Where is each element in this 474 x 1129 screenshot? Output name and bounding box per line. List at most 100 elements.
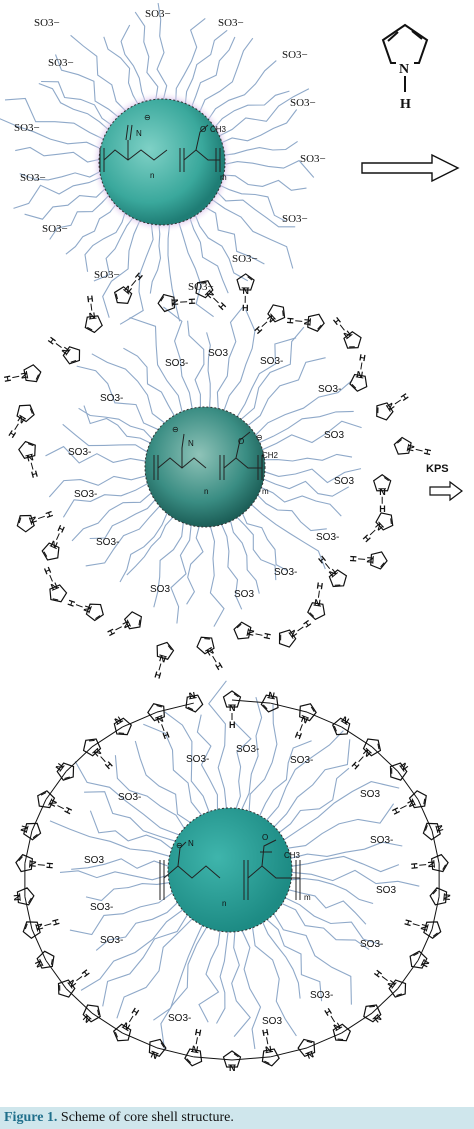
sulfonate-label: SO3− — [188, 281, 214, 293]
pyrrole-n: N — [66, 978, 78, 989]
polymer-hair — [272, 911, 352, 1005]
pyrrole-n: N — [302, 318, 313, 325]
pyrrole-h: H — [229, 720, 236, 730]
sulfonate-label: SO3- — [274, 567, 297, 578]
particle-2: ⊖ N O ⊖ CH2 n m SO3- SO3 SO3- SO3- SO3- … — [2, 270, 433, 680]
pyrrole-n: N — [419, 923, 430, 932]
charge-minus: ⊖ — [172, 425, 179, 434]
pyrrole-unit: NH — [46, 335, 85, 368]
polymer-hair — [235, 515, 277, 581]
pyrrole-n: N — [356, 369, 364, 380]
pyrrole-unit: NH — [259, 1027, 281, 1068]
pyrrole-unit: NH — [110, 270, 145, 309]
polymer-hair — [289, 855, 400, 873]
pyrrole-n: N — [314, 597, 322, 608]
polymer-hair — [188, 215, 229, 294]
polymer-hair — [198, 37, 254, 115]
pyrrole-unit: NH — [316, 554, 351, 592]
charge-minus: ⊖ — [256, 433, 263, 442]
pyrrole-n: N — [342, 328, 353, 340]
polymer-hair — [93, 215, 136, 282]
sulfonate-label: SO3− — [290, 97, 316, 109]
sulfonate-label: SO3 — [324, 430, 344, 441]
polymer-hair — [217, 183, 287, 222]
pyrrole-n: N — [81, 604, 93, 614]
pyrrole-n: N — [332, 1020, 343, 1032]
polymer-hair — [4, 97, 107, 141]
pyrrole-unit: NH — [16, 438, 39, 480]
polymer-hair — [187, 320, 205, 410]
pyrrole-unit: NH — [285, 312, 326, 333]
pyrrole-n: N — [149, 1050, 159, 1062]
polymer-hair — [167, 221, 181, 322]
polymer-hair — [282, 781, 400, 842]
polymer-hair — [253, 379, 353, 437]
pyrrole-unit: NH — [78, 734, 115, 771]
pyrrole-n: N — [242, 286, 249, 296]
polymer-hair — [206, 332, 211, 410]
polymer-hair — [149, 221, 162, 294]
pyrrole-n: N — [28, 515, 40, 524]
particle-1: ⊖ N O CH3 n m SO3− SO3− SO3− SO3− SO3− S… — [0, 3, 326, 325]
polymer-hair — [102, 912, 189, 1007]
pyrrole-h: H — [187, 298, 197, 305]
polymer-hair — [289, 869, 420, 887]
polymer-hair — [214, 189, 296, 228]
polymer-hair — [54, 54, 121, 120]
pyrrole-h: H — [331, 315, 342, 327]
pyrrole-n: N — [267, 690, 275, 701]
sub-m: m — [220, 173, 227, 182]
pyrrole-unit: NH — [193, 632, 225, 672]
polymer-hair — [234, 722, 252, 811]
pyrrole-n: N — [170, 299, 180, 306]
reaction-arrow-1 — [361, 153, 460, 183]
polymer-hair — [15, 146, 103, 163]
polymer-hair — [261, 477, 350, 497]
polymer-hair — [0, 118, 104, 151]
pyrrole-n: N — [373, 521, 385, 533]
sulfonate-label: SO3- — [100, 393, 123, 404]
sulfonate-label: SO3- — [165, 358, 188, 369]
pyrrole-n: N — [12, 894, 23, 901]
pyrrole-link — [31, 929, 47, 961]
polymer-hair — [95, 900, 180, 951]
polymer-hair — [119, 511, 169, 583]
pyrrole-unit: N — [110, 714, 136, 740]
pyrrole-link — [91, 726, 123, 748]
polymer-hair — [259, 486, 342, 517]
polymer-hair — [71, 858, 171, 870]
polymer-hair — [256, 493, 327, 532]
polymer-hair — [235, 337, 297, 419]
polymer-hair — [119, 220, 154, 325]
polymer-hair — [248, 704, 278, 814]
polymer-chain-1 — [99, 124, 221, 172]
pyrrole-n: N — [442, 893, 453, 900]
pyrrole-unit: N — [328, 714, 354, 740]
polymer-hair — [283, 896, 381, 946]
pyrrole-n: N — [92, 747, 104, 759]
polymer-hair — [163, 306, 194, 411]
pyrrole-unit: NH — [2, 363, 44, 385]
pyrrole-h: H — [214, 660, 225, 672]
pyrrole-unit: NH — [348, 550, 389, 570]
polymer-hair — [129, 316, 184, 414]
polymer-hair — [62, 423, 149, 454]
polymer-hair — [240, 928, 262, 1050]
polymer-hair — [83, 405, 153, 445]
sulfonate-label: SO3− — [145, 8, 171, 20]
pyrrole-h: H — [194, 1027, 202, 1038]
polymer-hair — [196, 714, 219, 812]
polymer-hair — [218, 109, 298, 145]
polymer-hair — [123, 347, 176, 418]
polymer-hair — [114, 755, 186, 831]
pyrrole-n: N — [26, 452, 35, 463]
pyrrole-h: H — [422, 448, 433, 457]
pyrrole-unit: NH — [409, 853, 450, 874]
sulfonate-labels-3: SO3- SO3- SO3- SO3- SO3 SO3- SO3 SO3 SO3… — [84, 744, 396, 1027]
polymer-hair — [71, 491, 153, 542]
polymer-hair — [249, 502, 326, 570]
pyrrole-h: H — [242, 303, 249, 313]
polymer-hair — [265, 917, 323, 1002]
